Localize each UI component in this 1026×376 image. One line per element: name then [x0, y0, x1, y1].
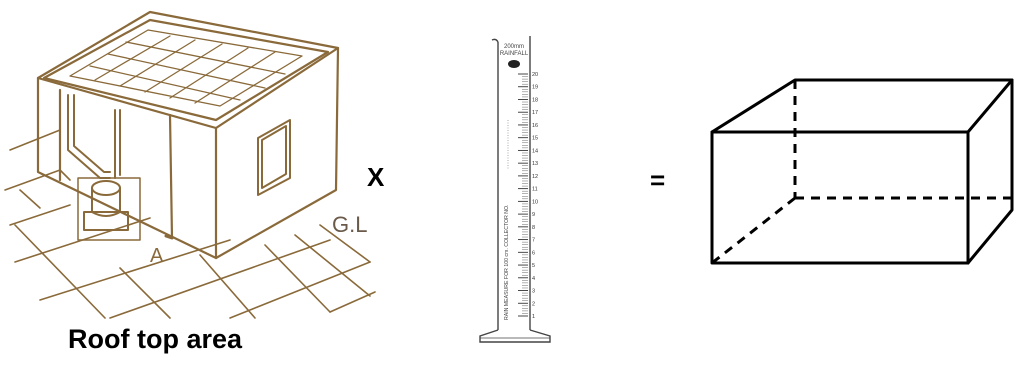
roof-lattice: [69, 29, 303, 107]
roof-top-area-caption: Roof top area: [68, 324, 243, 354]
scale-label: 13: [532, 161, 538, 167]
cylinder-spout: [491, 38, 499, 43]
scale-label: 17: [532, 110, 538, 116]
scale-label: 19: [532, 85, 538, 91]
scale-label: 14: [532, 148, 538, 154]
ground-level-label: G.L: [332, 212, 367, 237]
scale-label: 5: [532, 263, 535, 269]
scale-label: 1: [532, 314, 535, 320]
cylinder-walls: [497, 36, 531, 330]
window: [257, 119, 291, 196]
brand-logo: [508, 60, 520, 68]
gauge-title: RAINFALL: [500, 51, 529, 57]
scale-label: 15: [532, 136, 538, 142]
scale-label: 12: [532, 174, 538, 180]
downpipe: [67, 94, 121, 179]
gauge-capacity-label: 200mm: [504, 44, 524, 50]
scale-label: 7: [532, 238, 535, 244]
ground-grid: [4, 129, 376, 319]
equals-operator: =: [650, 165, 666, 195]
scale-label: 2: [532, 301, 535, 307]
gauge-side-text: RAIN MEASURE FOR 100 cm. COLLECTOR NO.: [504, 205, 510, 321]
scale-label: 16: [532, 123, 538, 129]
scale-label: 9: [532, 212, 535, 218]
cylinder-base: [479, 329, 551, 343]
scale-label: 10: [532, 199, 538, 205]
scale-label: 4: [532, 276, 535, 282]
cuboid-front-face: [710, 130, 970, 265]
volume-cuboid: [710, 78, 1014, 265]
scale-label: 8: [532, 225, 535, 231]
scale-label: 11: [532, 187, 538, 193]
storage-tank: [77, 177, 141, 241]
building-body: [36, 10, 340, 260]
cuboid-right-edges: [966, 78, 1014, 265]
roof-building-illustration: A G.L: [4, 10, 376, 319]
gauge-scale: 20 19 18 17 16 15 14 13 12 11 10 9 8 7 6 5 4 3 2 1: [518, 72, 538, 320]
cuboid-top-face: [710, 78, 1014, 134]
scale-label: 3: [532, 289, 535, 295]
scale-label: 18: [532, 97, 538, 103]
point-a-label: A: [150, 245, 164, 267]
scale-label: 6: [532, 250, 535, 256]
scale-label: 20: [532, 72, 538, 78]
multiply-operator: X: [367, 162, 385, 192]
rain-gauge-cylinder: 200mm RAINFALL 2019181716151413121110987…: [479, 36, 551, 343]
cuboid-hidden-edges: [711, 80, 1012, 265]
